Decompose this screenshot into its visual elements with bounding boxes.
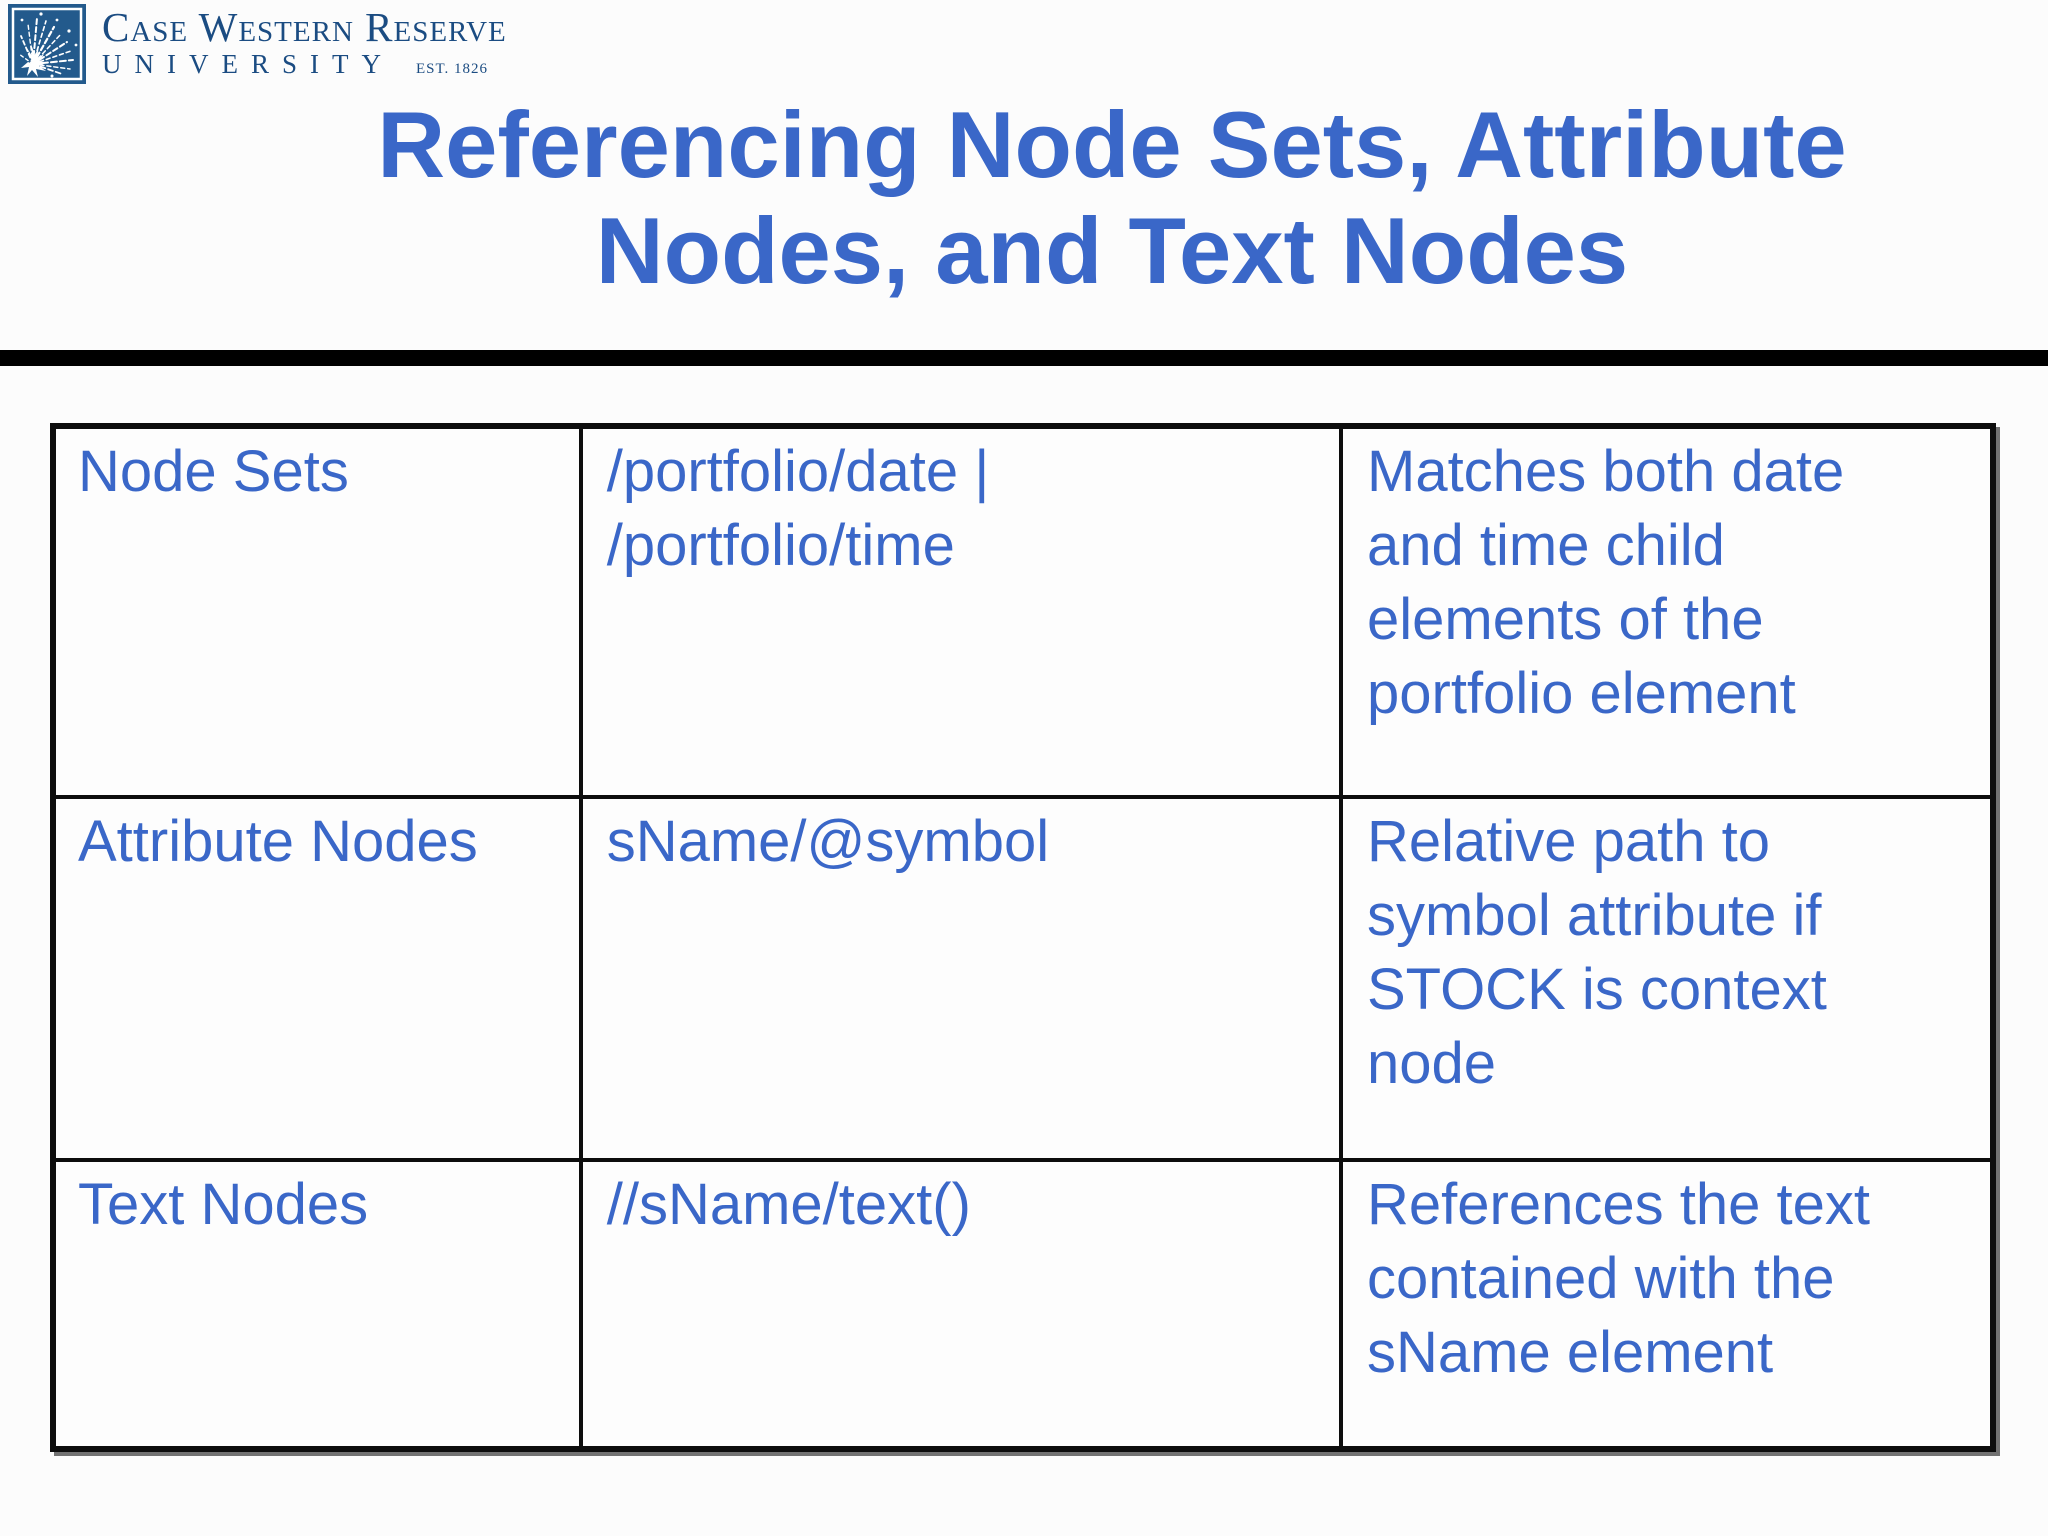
table-cell-xpath: //sName/text() — [583, 1162, 1343, 1446]
university-logo: Case Western Reserve UNIVERSITY EST. 182… — [8, 4, 507, 84]
logo-established-text: EST. 1826 — [416, 61, 489, 77]
xpath-reference-table: Node Sets /portfolio/date | /portfolio/t… — [50, 423, 1996, 1452]
logo-university-text: UNIVERSITY — [102, 49, 394, 79]
table-cell-category: Attribute Nodes — [56, 798, 583, 1163]
title-divider-rule — [0, 350, 2048, 366]
table-cell-xpath: /portfolio/date | /portfolio/time — [582, 429, 1343, 799]
table-cell-xpath: sName/@symbol — [582, 798, 1343, 1163]
table-cell-category: Node Sets — [56, 429, 583, 799]
sunburst-icon — [8, 4, 86, 84]
slide-title: Referencing Node Sets, Attribute Nodes, … — [377, 92, 1847, 303]
logo-wordmark: Case Western Reserve — [102, 4, 507, 50]
table-cell-description: Relative path to symbol attribute if STO… — [1343, 799, 1990, 1163]
table-cell-category: Text Nodes — [56, 1162, 583, 1446]
table-cell-description: Matches both date and time child element… — [1343, 429, 1990, 799]
table-cell-description: References the text contained with the s… — [1367, 1172, 1870, 1386]
